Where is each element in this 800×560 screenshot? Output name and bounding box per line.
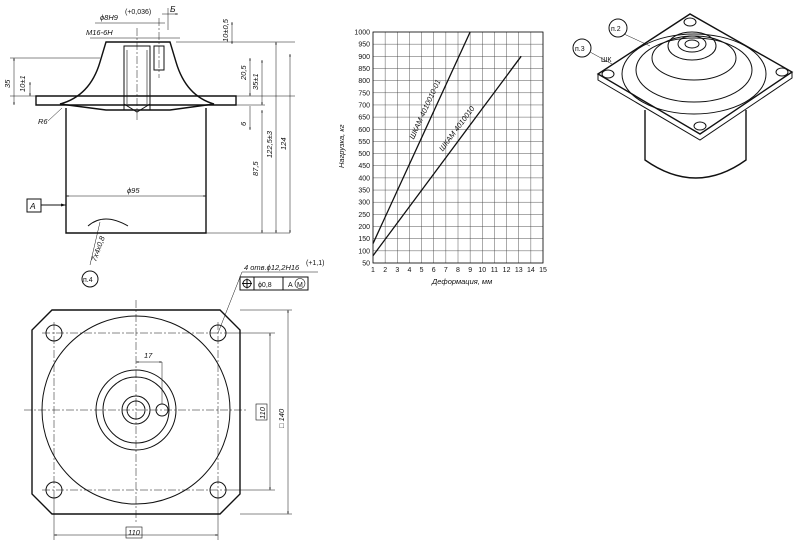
chart-y-tick: 50 (362, 261, 370, 268)
iso-marking: ШК (601, 57, 612, 64)
chart-y-tick: 300 (358, 200, 370, 207)
chart-y-tick: 1000 (354, 30, 370, 37)
dim-124: 124 (279, 137, 288, 150)
chart-x-tick: 11 (491, 267, 498, 274)
top-plan-view: 4 отв.ϕ12,2Н16 (+1,1) ϕ0,8 А M 17 110 □ … (24, 260, 324, 540)
chart-x-tick: 10 (478, 267, 486, 274)
dim-87-5: 87,5 (251, 161, 260, 176)
chart-x-tick: 5 (420, 267, 424, 274)
dim-122-5: 122,5±3 (265, 130, 274, 158)
chart-y-tick: 950 (358, 42, 370, 49)
bottom-marking: 7х4х0,8 (89, 234, 107, 263)
chart-x-tick: 1 (371, 267, 375, 274)
dim-6: 6 (239, 121, 248, 126)
dim-10-left: 10±1 (18, 75, 27, 92)
chart-grid (372, 31, 544, 264)
chart-plot-frame (372, 31, 544, 264)
chart-y-tick: 550 (358, 139, 370, 146)
dim-140: □ 140 (277, 408, 286, 428)
chart-y-tick: 250 (358, 212, 370, 219)
callout-p4: п.4 (83, 277, 93, 284)
holes-note: 4 отв.ϕ12,2Н16 (244, 263, 300, 272)
chart-x-tick: 8 (456, 267, 460, 274)
dim-35-left: 35 (3, 79, 12, 88)
chart-y-tick: 350 (358, 188, 370, 195)
chart-x-tick: 9 (468, 267, 472, 274)
dim-110-vertical: 110 (258, 406, 267, 419)
position-ref: А (288, 282, 293, 289)
chart-x-tick: 4 (407, 267, 411, 274)
holes-note-tol: (+1,1) (306, 260, 324, 267)
dim-20-5: 20,5 (239, 65, 248, 81)
chart-series-label-2: ШКАМ 4010010 (437, 104, 477, 153)
dim-thread: М16-6Н (86, 28, 113, 37)
chart-x-tick: 12 (503, 267, 511, 274)
section-b-label: Б (170, 4, 176, 14)
chart-y-tick: 800 (358, 78, 370, 85)
datum-a: А (29, 201, 36, 211)
isometric-view: п.2 п.3 ШК (572, 13, 794, 179)
dim-35-right: 35±1 (251, 73, 260, 90)
dim-110-horizontal: 110 (128, 528, 141, 537)
chart-y-tick: 750 (358, 90, 370, 97)
callout-p2: п.2 (611, 26, 621, 33)
chart-y-tick: 600 (358, 127, 370, 134)
position-modifier: M (297, 282, 303, 289)
callout-p3: п.3 (575, 46, 585, 53)
chart-y-tick: 400 (358, 175, 370, 182)
chart-y-tick: 900 (358, 54, 370, 61)
dim-phi95: ϕ95 (127, 186, 140, 195)
dim-10-top: 10±0,5 (221, 18, 230, 42)
chart-y-tick: 650 (358, 115, 370, 122)
chart-y-tick: 500 (358, 151, 370, 158)
chart-y-tick: 150 (358, 236, 370, 243)
chart-y-tick: 700 (358, 102, 370, 109)
dim-17: 17 (144, 351, 153, 360)
chart-x-tick: 15 (539, 267, 547, 274)
chart-y-tick: 450 (358, 163, 370, 170)
chart-x-tick: 6 (432, 267, 436, 274)
side-section-view: ϕ8H9 (+0,036) Б М16-6Н 35 10±1 10±0,5 20… (3, 4, 295, 288)
chart-x-tick: 3 (395, 267, 399, 274)
chart-y-axis-label: Нагрузка, кг (337, 124, 346, 168)
chart-y-tick: 850 (358, 66, 370, 73)
dim-phi8-tol: (+0,036) (125, 9, 151, 16)
chart-x-tick: 14 (527, 267, 535, 274)
dim-phi8: ϕ8H9 (100, 13, 119, 22)
dim-r6: R6 (38, 117, 48, 126)
chart-x-tick: 7 (444, 267, 448, 274)
chart-series-line-1 (372, 31, 471, 244)
position-tol: ϕ0,8 (258, 282, 272, 289)
chart-x-tick: 2 (383, 267, 387, 274)
chart-y-tick: 200 (358, 224, 370, 231)
chart-series-line-2 (372, 55, 522, 257)
chart-x-axis-label: Деформация, мм (431, 277, 492, 286)
chart-x-tick: 13 (515, 267, 523, 274)
chart-y-tick: 100 (358, 248, 370, 255)
